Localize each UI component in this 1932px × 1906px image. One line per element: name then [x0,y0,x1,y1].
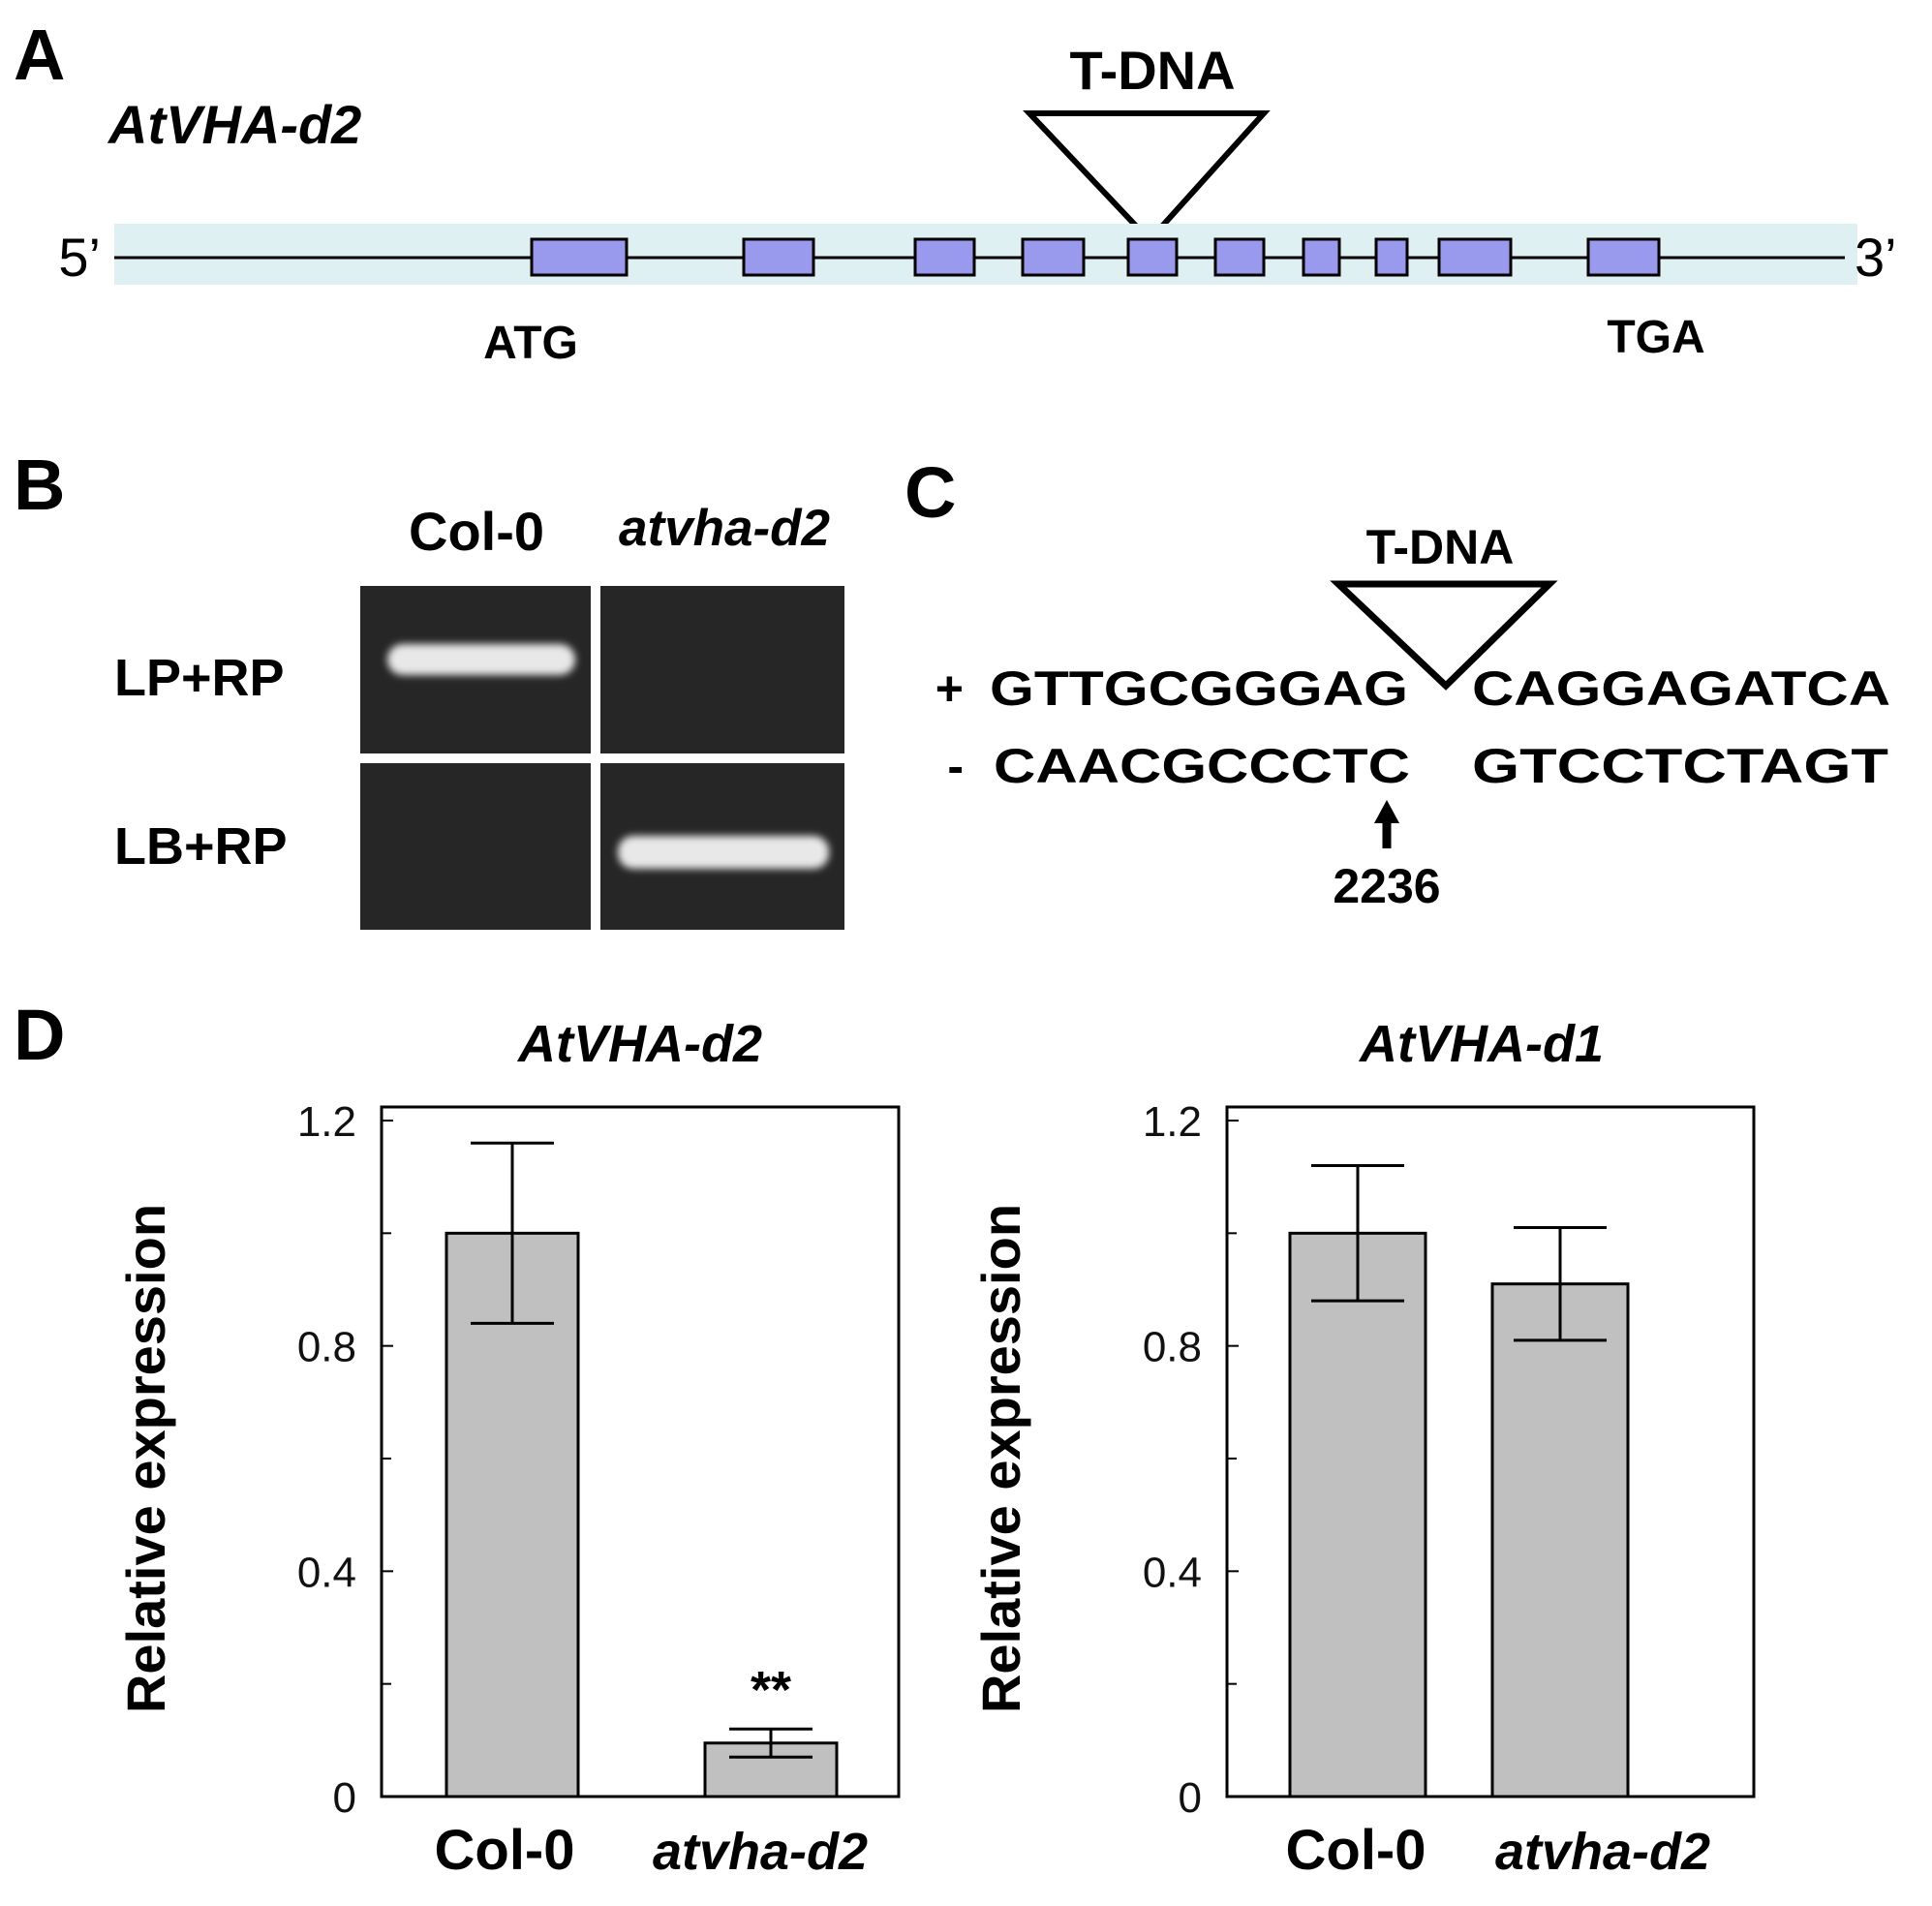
y-tick-label: 0.4 [1143,1549,1202,1596]
exon-9 [1437,237,1513,277]
panel-c-letter: C [905,452,956,533]
minus-strand-sign: - [947,739,964,793]
plot-frame [1225,1105,1756,1798]
x-category-label: atvha-d2 [1495,1823,1710,1881]
minus-strand-left: CAACGCCCTC [994,739,1410,793]
plus-strand-left: GTTGCGGGAG [990,661,1408,716]
plus-strand-right: CAGGAGATCA [1472,661,1890,716]
x-category-label: atvha-d2 [653,1823,868,1881]
gel-band-mutant-lb-rp [618,836,829,869]
y-axis-title: Relative expression [970,1204,1031,1713]
panel-c: C T-DNA + GTTGCGGGAG CAGGAGATCA - CAACGC… [905,452,1890,913]
x-category-label: Col-0 [1286,1819,1426,1882]
significance-marker: ** [751,1661,791,1719]
exon-1 [530,237,629,277]
y-tick-label: 0 [333,1774,356,1822]
exon-4 [1021,237,1086,277]
exon-6 [1213,237,1266,277]
three-prime-label: 3’ [1855,227,1897,288]
exon-8 [1374,237,1409,277]
bar-col0 [445,1231,580,1798]
y-tick-label: 0.8 [297,1324,356,1371]
gel-cell-col0-lb-rp [360,763,591,930]
panel-b-letter: B [14,445,65,525]
gene-name: AtVHA-d2 [107,94,361,155]
y-tick-label: 0.4 [297,1549,356,1596]
panel-a-letter: A [14,15,65,95]
five-prime-label: 5’ [58,227,101,288]
tdna-triangle-a [1023,110,1271,245]
gel-lane-label-col0: Col-0 [409,501,544,562]
gel-image [360,586,844,930]
chart-title: AtVHA-d2 [516,1015,762,1073]
exon-5 [1126,237,1179,277]
y-axis-title: Relative expression [115,1204,176,1713]
panel-b: B Col-0 atvha-d2 LP+RP LB+RP [14,445,844,930]
exon-7 [1302,237,1341,277]
arrow-up-icon [1374,800,1399,848]
bar-mutant [1490,1282,1630,1798]
start-codon-label: ATG [483,318,578,369]
y-tick-label: 1.2 [297,1098,356,1146]
gel-row-label-lp-rp: LP+RP [114,649,285,707]
insertion-position: 2236 [1333,859,1440,913]
y-tick-label: 0 [1179,1774,1202,1822]
exons [530,237,1661,277]
y-tick-label: 0.8 [1143,1324,1202,1371]
gel-row-label-lb-rp: LB+RP [114,817,288,876]
tdna-label-a: T-DNA [1069,40,1235,101]
panel-d-letter: D [14,995,65,1075]
plot-frame [380,1105,901,1798]
exon-10 [1586,237,1661,277]
gel-cell-mutant-lp-rp [600,586,844,753]
tdna-label-c: T-DNA [1366,520,1515,574]
minus-strand-right: GTCCTCTAGT [1472,739,1888,793]
tdna-triangle-c [1330,580,1558,691]
exon-2 [742,237,815,277]
y-tick-label: 1.2 [1143,1098,1202,1146]
gel-band-col0-lp-rp [387,644,575,675]
exon-3 [913,237,976,277]
chart-title: AtVHA-d1 [1358,1015,1604,1073]
bar-col0 [1288,1231,1427,1798]
panel-a: A AtVHA-d2 T-DNA 5’ 3’ ATG TGA [14,15,1897,369]
gel-lane-label-mutant: atvha-d2 [619,500,830,557]
stop-codon-label: TGA [1607,312,1704,363]
gene-backdrop [114,224,1857,285]
x-category-label: Col-0 [435,1819,575,1882]
plus-strand-sign: + [935,661,964,716]
